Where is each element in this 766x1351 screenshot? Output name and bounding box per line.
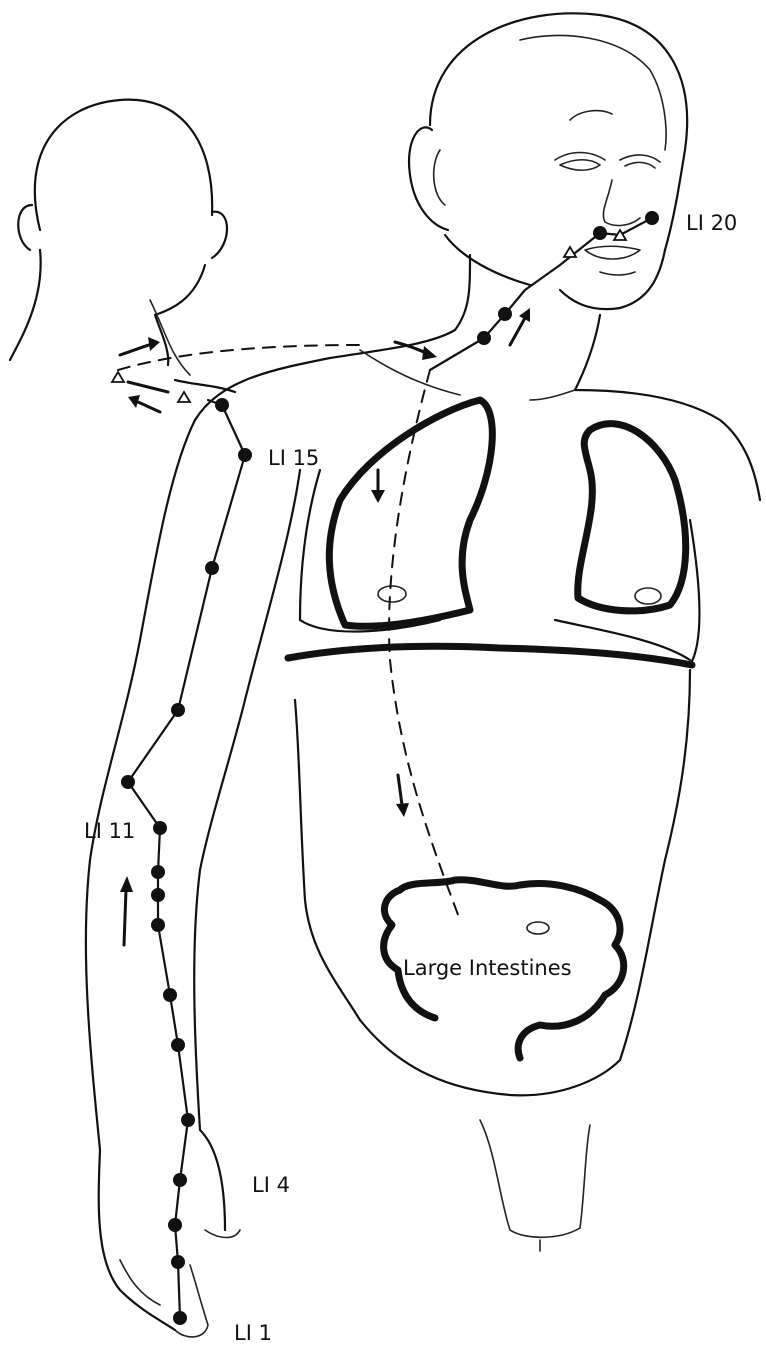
triangle-marker — [564, 247, 576, 257]
acupoints — [121, 211, 659, 1325]
acupoint — [215, 398, 229, 412]
acupoint-li4 — [173, 1173, 187, 1187]
arrow-icon — [124, 890, 126, 945]
label-li20: LI 20 — [686, 211, 737, 235]
back-view-head — [10, 100, 235, 392]
arrow-icon — [128, 382, 168, 392]
acupoint-li1 — [173, 1311, 187, 1325]
arrow-icon — [120, 344, 152, 355]
acupoint — [498, 307, 512, 321]
arrow-icon — [398, 775, 402, 805]
acupoint — [151, 865, 165, 879]
triangle-marker — [112, 372, 124, 382]
acupoint — [151, 918, 165, 932]
acupoint-li11 — [153, 821, 167, 835]
acupoint — [593, 226, 607, 240]
acupoint — [151, 888, 165, 902]
acupoint — [205, 561, 219, 575]
label-li4: LI 4 — [252, 1173, 290, 1197]
label-li1: LI 1 — [234, 1321, 272, 1345]
acupoint-li15 — [238, 448, 252, 462]
triangle-marker — [178, 392, 190, 402]
lungs — [329, 400, 685, 626]
acupoint-li20 — [645, 211, 659, 225]
torso-outline — [195, 255, 760, 1251]
arm-outline — [86, 420, 300, 1337]
front-head — [409, 13, 687, 309]
label-li15: LI 15 — [268, 446, 319, 470]
acupoint — [171, 703, 185, 717]
acupoint — [477, 331, 491, 345]
acupoint — [163, 988, 177, 1002]
label-large-intestines: Large Intestines — [403, 956, 572, 980]
acupoint — [168, 1218, 182, 1232]
acupoint — [181, 1113, 195, 1127]
crossing-point-markers — [112, 230, 626, 402]
acupoint — [171, 1038, 185, 1052]
label-li11: LI 11 — [84, 819, 135, 843]
arrow-icon — [138, 402, 160, 412]
arrow-icon — [510, 318, 525, 345]
diaphragm-line — [288, 646, 692, 665]
acupoint — [121, 775, 135, 789]
acupoint — [171, 1255, 185, 1269]
